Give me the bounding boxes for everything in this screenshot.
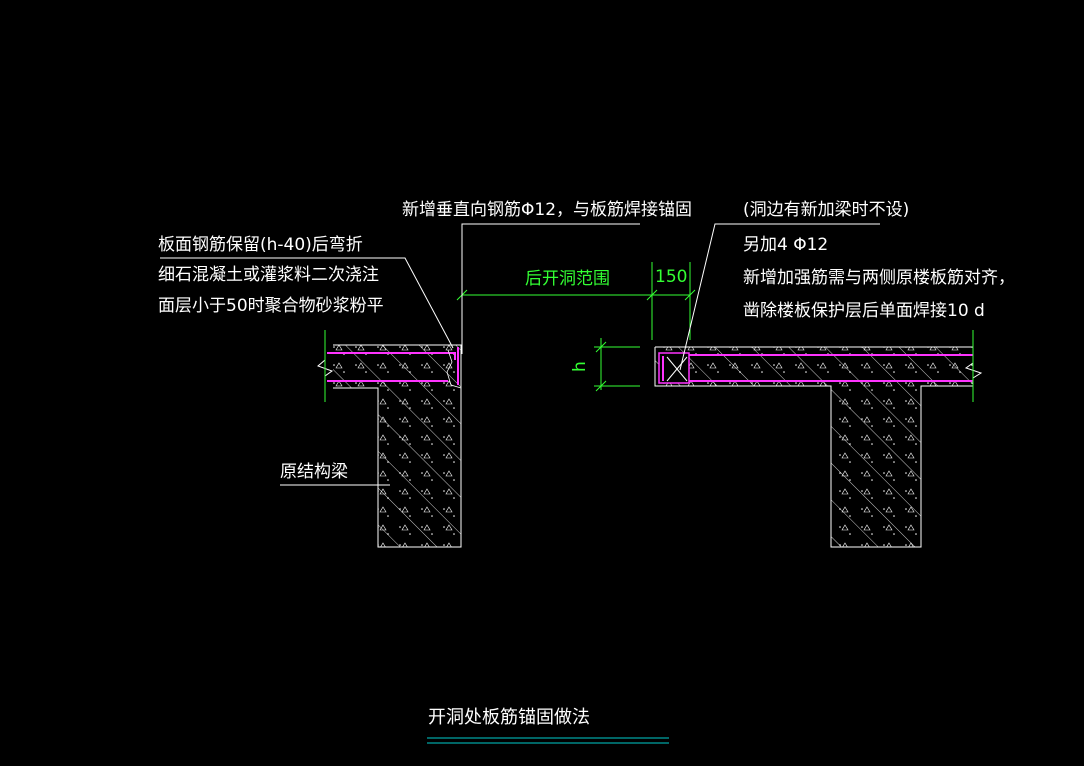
edge-150-label: 150 bbox=[655, 267, 687, 287]
leaders bbox=[160, 223, 880, 486]
left-beam-dots bbox=[378, 388, 461, 547]
top-rebar-line1: 板面钢筋保留(h-40)后弯折 bbox=[158, 235, 363, 255]
right-slab-dots bbox=[655, 347, 973, 386]
top-rebar-line2: 细石混凝土或灌浆料二次浇注 bbox=[158, 265, 379, 285]
right-note-line2: 另加4 Φ12 bbox=[743, 235, 828, 255]
left-structure bbox=[317, 344, 462, 548]
leader-vertical-rebar bbox=[461, 223, 640, 354]
drawing-title: 开洞处板筋锚固做法 bbox=[428, 707, 590, 728]
title-underline bbox=[427, 737, 669, 744]
leader-right bbox=[679, 223, 880, 371]
left-top-rebar bbox=[327, 352, 456, 360]
text-labels: 新增垂直向钢筋Φ12，与板筋焊接锚固 板面钢筋保留(h-40)后弯折 细石混凝土… bbox=[158, 200, 1015, 728]
beam-label: 原结构梁 bbox=[280, 462, 348, 482]
opening-range-label: 后开洞范围 bbox=[525, 269, 610, 289]
left-infill bbox=[446, 349, 462, 389]
right-structure bbox=[654, 346, 983, 548]
vertical-rebar-label: 新增垂直向钢筋Φ12，与板筋焊接锚固 bbox=[402, 200, 692, 220]
top-rebar-line3: 面层小于50时聚合物砂浆粉平 bbox=[158, 296, 384, 316]
right-outline bbox=[654, 346, 973, 548]
dim-tick-c bbox=[684, 289, 696, 301]
h-tick-bottom bbox=[595, 380, 607, 392]
left-outline bbox=[333, 344, 462, 548]
right-note-line3: 新增加强筋需与两侧原楼板筋对齐， bbox=[743, 268, 1015, 288]
right-beam-dots bbox=[831, 386, 921, 547]
dim-tick-b bbox=[646, 289, 658, 301]
left-slab-dots bbox=[333, 345, 461, 388]
h-label: h bbox=[570, 361, 590, 372]
leader-top-rebar bbox=[160, 257, 454, 349]
right-note-line1: (洞边有新加梁时不设) bbox=[743, 200, 909, 220]
h-tick-top bbox=[595, 341, 607, 353]
right-note-line4: 凿除楼板保护层后单面焊接10 d bbox=[743, 301, 985, 321]
edge-rebar-cross-2 bbox=[666, 356, 688, 382]
